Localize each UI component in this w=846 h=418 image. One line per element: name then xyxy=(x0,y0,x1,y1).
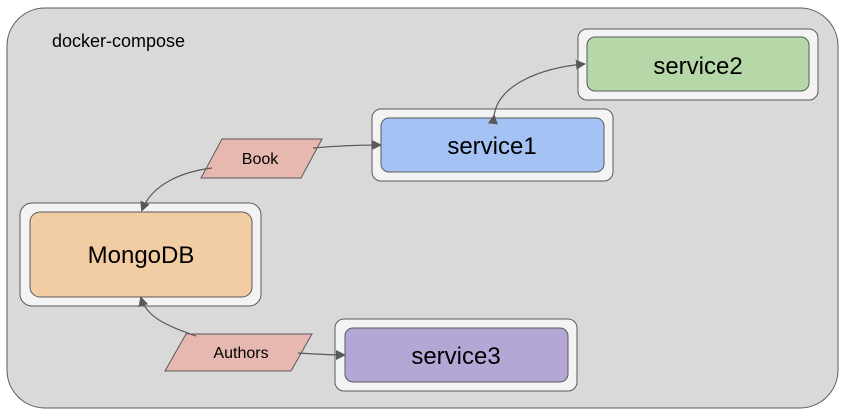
service3-label: service3 xyxy=(411,343,500,370)
docker-compose-container xyxy=(6,7,839,409)
book-to-service1-arrow xyxy=(312,140,382,151)
service1-label: service1 xyxy=(447,133,536,160)
mongodb-label: MongoDB xyxy=(88,242,195,269)
container-label: docker-compose xyxy=(52,31,185,51)
book-parallelogram xyxy=(200,138,323,179)
book-to-mongodb-arrow xyxy=(140,167,213,212)
service2-box xyxy=(586,36,810,92)
authors-to-service3-arrow xyxy=(297,349,346,360)
book-message[interactable]: Book xyxy=(200,138,323,179)
book-label: Book xyxy=(242,151,279,168)
authors-label: Authors xyxy=(213,345,268,362)
authors-to-mongodb-arrow xyxy=(138,296,197,337)
authors-parallelogram xyxy=(164,333,313,372)
service1-node[interactable]: service1 xyxy=(371,108,614,182)
authors-message[interactable]: Authors xyxy=(164,333,313,372)
service2-label: service2 xyxy=(653,53,742,80)
service3-node[interactable]: service3 xyxy=(334,318,578,392)
mongodb-node[interactable]: MongoDB xyxy=(19,202,262,307)
service1-service2-arrow xyxy=(488,59,586,125)
service2-node[interactable]: service2 xyxy=(577,28,819,101)
